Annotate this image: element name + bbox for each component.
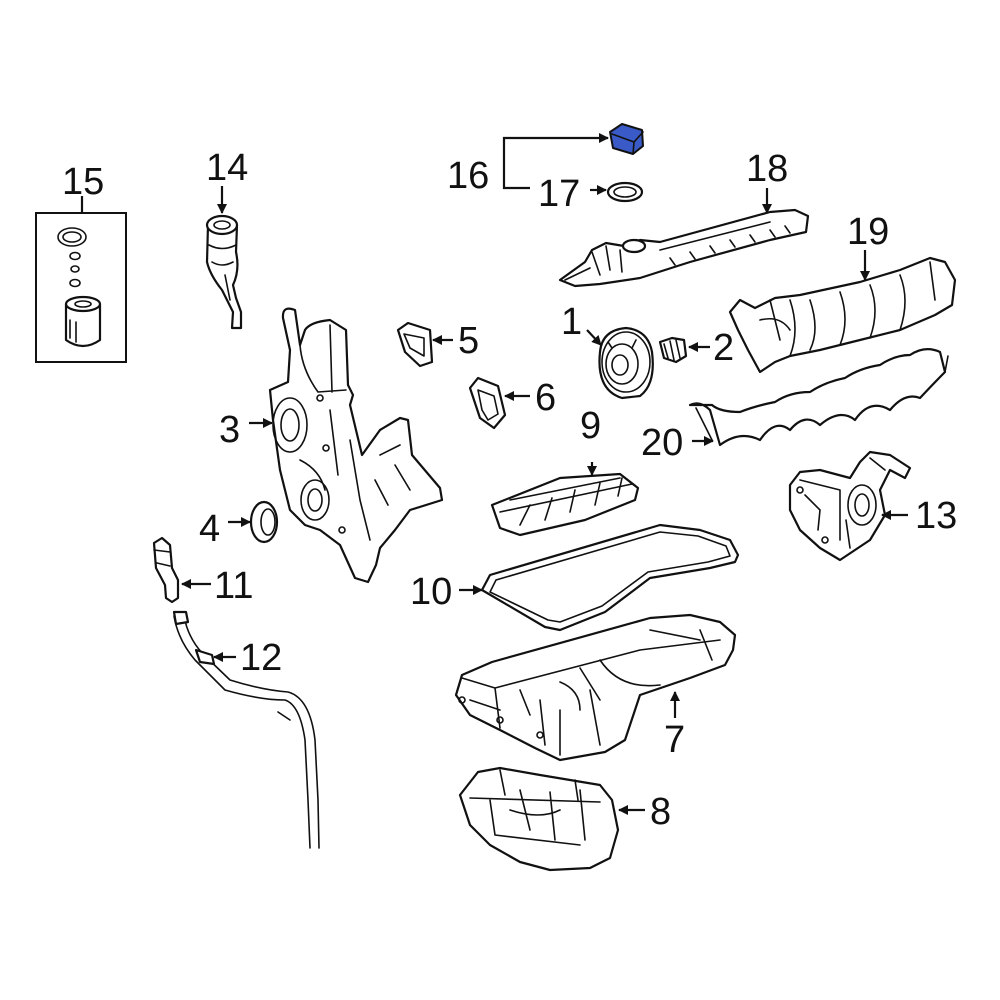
- upper-oil-pan[interactable]: [454, 613, 737, 762]
- fitting-plug[interactable]: [658, 336, 688, 364]
- oil-level-sensor[interactable]: [152, 536, 180, 604]
- oil-pan-gasket[interactable]: [480, 523, 740, 632]
- oil-filter-housing[interactable]: [205, 214, 243, 330]
- callout-13: 13: [915, 495, 957, 537]
- callout-18: 18: [746, 148, 788, 190]
- oil-thermostat-housing[interactable]: [788, 450, 912, 562]
- callout-17: 17: [538, 173, 580, 215]
- callout-3: 3: [219, 409, 240, 451]
- oil-filler-cap[interactable]: [609, 123, 644, 155]
- front-seal[interactable]: [249, 500, 279, 544]
- callout-14: 14: [206, 147, 248, 189]
- callout-15: 15: [62, 161, 104, 203]
- callout-10: 10: [410, 571, 452, 613]
- gasket-6[interactable]: [468, 376, 507, 430]
- callout-20: 20: [641, 422, 683, 464]
- crankshaft-pulley[interactable]: [598, 326, 654, 400]
- callout-8: 8: [650, 791, 671, 833]
- seal-ring[interactable]: [606, 181, 644, 203]
- lower-oil-pan[interactable]: [458, 766, 620, 872]
- dipstick-tube[interactable]: [172, 610, 320, 849]
- gasket-5[interactable]: [396, 321, 434, 368]
- callout-numbers: 1 2 3 4 5 6 7 8 9 10 11 12 13 14 15 16 1…: [62, 147, 957, 833]
- callout-16: 16: [447, 155, 489, 197]
- timing-cover[interactable]: [268, 307, 444, 584]
- callout-7: 7: [664, 719, 685, 761]
- callout-12: 12: [240, 637, 282, 679]
- callout-4: 4: [199, 508, 220, 550]
- callout-11: 11: [214, 565, 253, 607]
- valve-cover-right[interactable]: [728, 256, 957, 374]
- callout-6: 6: [535, 377, 556, 419]
- callout-2: 2: [713, 327, 734, 369]
- callout-9: 9: [580, 405, 601, 447]
- valve-cover-gasket[interactable]: [688, 348, 949, 447]
- oil-filter-kit[interactable]: [35, 212, 127, 363]
- callout-1: 1: [561, 301, 582, 343]
- callout-19: 19: [847, 211, 889, 253]
- valve-cover-left[interactable]: [558, 208, 810, 288]
- oil-baffle[interactable]: [490, 472, 640, 537]
- leader-lines: [181, 133, 908, 815]
- callout-5: 5: [458, 320, 479, 362]
